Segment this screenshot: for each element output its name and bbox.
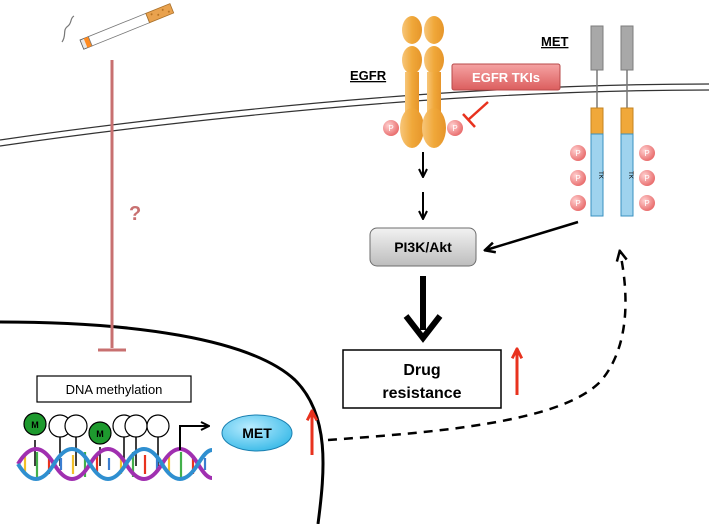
dna-helix-icon bbox=[16, 447, 213, 481]
svg-text:resistance: resistance bbox=[382, 385, 461, 402]
smoking-inhibition-line bbox=[98, 60, 126, 352]
svg-text:TK: TK bbox=[597, 171, 603, 179]
dna-methylation-box: DNA methylation bbox=[36, 375, 192, 403]
egfr-tkis-box: EGFR TKIs bbox=[451, 63, 561, 91]
svg-text:EGFR TKIs: EGFR TKIs bbox=[472, 70, 540, 85]
svg-text:P: P bbox=[575, 149, 580, 158]
met-expression-dashed-arrow bbox=[327, 252, 625, 442]
pi3k-to-resistance-arrow bbox=[403, 276, 443, 343]
svg-text:P: P bbox=[644, 149, 649, 158]
met-to-pi3k-arrow bbox=[486, 220, 579, 250]
met-phospho-sites: P P P P P P bbox=[570, 145, 655, 211]
met-gene-ellipse: MET bbox=[221, 414, 293, 452]
svg-text:P: P bbox=[644, 199, 649, 208]
svg-text:M: M bbox=[96, 429, 104, 439]
egfr-receptor bbox=[400, 16, 446, 148]
transcription-arrow bbox=[179, 426, 208, 450]
svg-text:P: P bbox=[644, 174, 649, 183]
svg-text:P: P bbox=[575, 174, 580, 183]
egfr-phospho-left: P bbox=[383, 120, 399, 136]
svg-text:P: P bbox=[388, 124, 393, 133]
met-receptor: TK TK bbox=[590, 25, 634, 217]
drug-resistance-box: Drug resistance bbox=[342, 349, 502, 409]
egfr-label: EGFR bbox=[350, 68, 387, 83]
svg-text:P: P bbox=[452, 124, 457, 133]
svg-text:M: M bbox=[31, 420, 39, 430]
tki-inhibition-line bbox=[462, 101, 489, 128]
svg-text:P: P bbox=[575, 199, 580, 208]
egfr-phospho-right: P bbox=[447, 120, 463, 136]
pi3k-akt-node: PI3K/Akt bbox=[369, 227, 477, 267]
svg-text:PI3K/Akt: PI3K/Akt bbox=[394, 239, 452, 255]
nuclear-envelope bbox=[0, 320, 325, 524]
svg-text:Drug: Drug bbox=[403, 362, 440, 379]
question-mark-label: ? bbox=[129, 203, 141, 225]
met-receptor-label: MET bbox=[541, 34, 569, 49]
methylation-lollipops: M M bbox=[23, 412, 170, 466]
svg-text:MET: MET bbox=[242, 425, 272, 441]
svg-text:TK: TK bbox=[627, 171, 633, 179]
cigarette-icon bbox=[61, 3, 175, 50]
svg-text:DNA methylation: DNA methylation bbox=[66, 382, 163, 397]
